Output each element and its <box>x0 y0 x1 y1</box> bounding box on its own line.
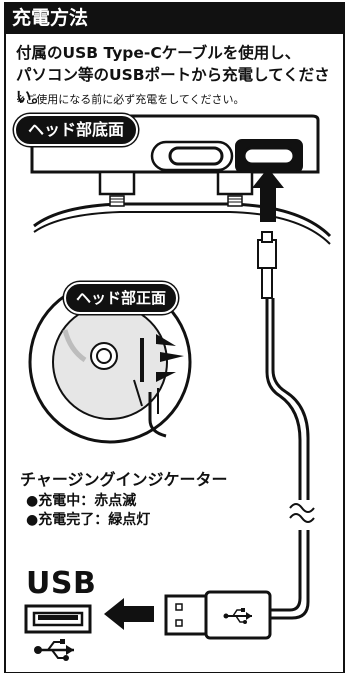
document-frame <box>4 2 345 673</box>
charging-indicator-list: ●充電中：赤点滅 ●充電完了：緑点灯 <box>26 492 150 530</box>
usb-a-port-icon <box>24 604 92 634</box>
indicator-item-charging: ●充電中：赤点滅 <box>26 493 137 509</box>
instruction-text: 付属のUSB Type-Cケーブルを使用し、 パソコン等のUSBポートから充電し… <box>16 44 330 106</box>
page-title: 充電方法 <box>4 2 345 34</box>
charging-indicator-title: チャージングインジケーター <box>20 470 228 489</box>
usb-label: USB <box>26 566 97 601</box>
instruction-note: ※ご使用になる前に必ず充電をしてください。 <box>16 93 245 106</box>
label-head-bottom: ヘッド部底面 <box>14 114 139 146</box>
power-button-icon <box>96 348 112 364</box>
label-head-front: ヘッド部正面 <box>64 282 179 314</box>
head-unit-front <box>28 280 192 444</box>
usb-cable <box>257 231 315 620</box>
up-arrow-icon <box>252 168 284 222</box>
indicator-item-complete: ●充電完了：緑点灯 <box>26 512 151 528</box>
usb-symbol-icon <box>34 639 74 661</box>
usb-type-c-port-icon <box>168 146 224 166</box>
left-arrow-icon <box>104 598 154 630</box>
usb-a-plug-icon <box>164 590 272 640</box>
